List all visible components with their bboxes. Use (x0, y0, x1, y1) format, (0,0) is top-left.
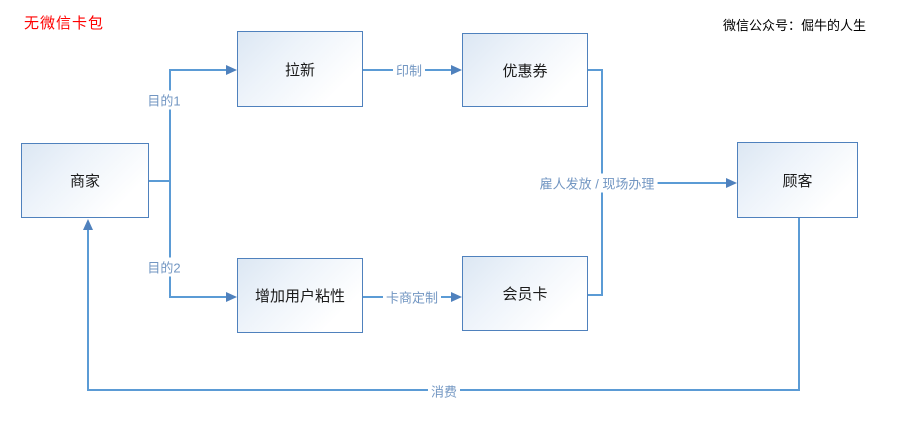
edge-label-distribute: 雇人发放 / 现场办理 (536, 173, 658, 193)
edge-label-purpose1: 目的1 (144, 90, 184, 110)
node-increase-stickiness: 增加用户粘性 (237, 258, 363, 333)
page-title: 无微信卡包 (24, 15, 105, 32)
node-coupon-label: 优惠券 (502, 62, 548, 80)
wechat-account-label: 微信公众号：倔牛的人生 (723, 18, 867, 33)
edge-label-purpose2: 目的2 (144, 257, 184, 277)
edge-label-consume: 消费 (427, 381, 461, 401)
connector-customer-down (798, 218, 800, 391)
connector-purpose2-line (169, 296, 227, 298)
node-customer: 顾客 (737, 142, 858, 218)
connector-coupon-out-stub (588, 69, 603, 71)
arrowhead-up-icon (83, 219, 93, 230)
connector-distribute-line (603, 182, 727, 184)
connector-membercard-out-stub (588, 294, 603, 296)
connector-branch-vertical (169, 69, 171, 298)
arrowhead-right-icon (451, 65, 462, 75)
node-coupon: 优惠券 (462, 33, 588, 107)
edge-label-print: 印制 (392, 60, 426, 80)
node-attract-new-label: 拉新 (284, 61, 315, 79)
node-membership-card: 会员卡 (462, 256, 588, 331)
arrowhead-right-icon (226, 292, 237, 302)
node-customer-label: 顾客 (782, 172, 813, 190)
node-attract-new: 拉新 (237, 31, 363, 107)
node-merchant: 商家 (21, 143, 149, 218)
edge-label-card-custom: 卡商定制 (382, 287, 442, 307)
node-increase-stickiness-label: 增加用户粘性 (254, 288, 345, 305)
arrowhead-right-icon (451, 292, 462, 302)
node-merchant-label: 商家 (69, 173, 100, 190)
connector-feedback-up (87, 229, 89, 391)
connector-purpose1-line (169, 69, 227, 71)
node-membership-card-label: 会员卡 (502, 286, 548, 303)
arrowhead-right-icon (226, 65, 237, 75)
arrowhead-right-icon (726, 178, 737, 188)
connector-merchant-branch-stub (149, 180, 170, 182)
